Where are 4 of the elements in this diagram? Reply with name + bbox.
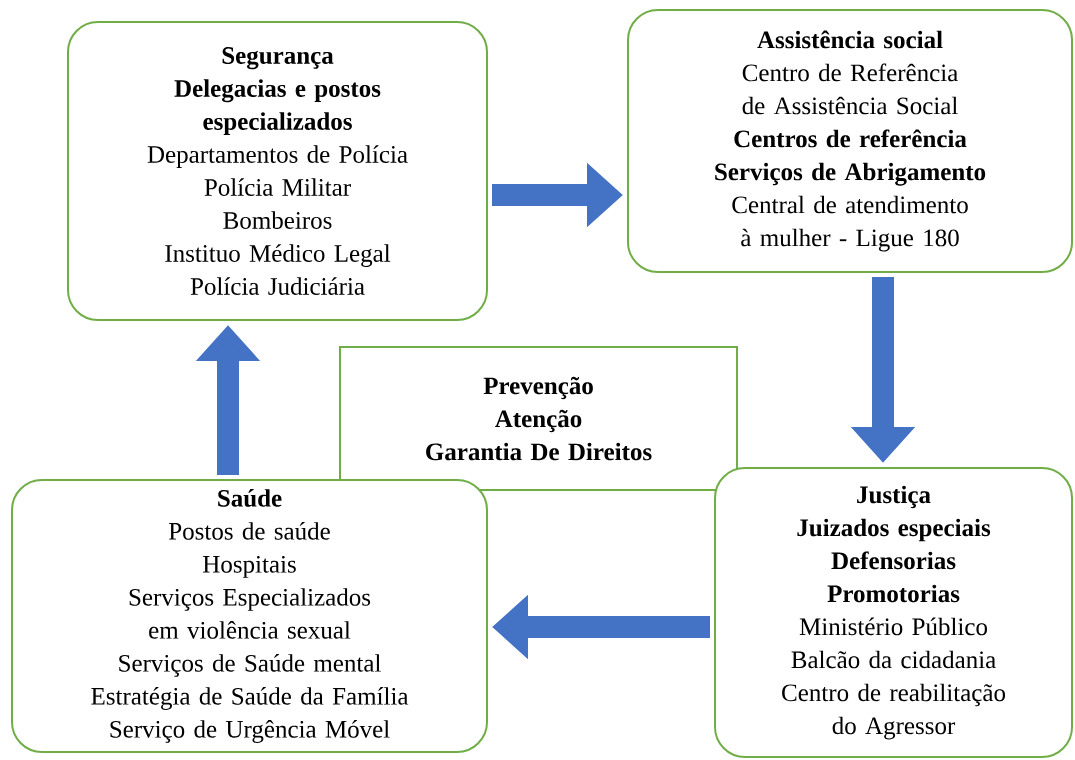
process-box: Justiça Juizados especiais Defensorias Promotorias Ministério Público Balcão da cidadania Centro de reabilitação do Agressor	[714, 467, 1073, 758]
process-box: Assistência social Centro de Referência de Assistência Social Centros de referência Serviços de Abrigamento Central de atendimento à mulher - Ligue 180	[627, 9, 1073, 273]
text-box: Prevenção Atenção Garantia De Direitos	[339, 346, 738, 491]
process-box: Segurança Delegacias e postos especializados Departamentos de Polícia Polícia Militar Bombeiros Instituo Médico Legal Polícia Judiciária	[67, 21, 488, 321]
